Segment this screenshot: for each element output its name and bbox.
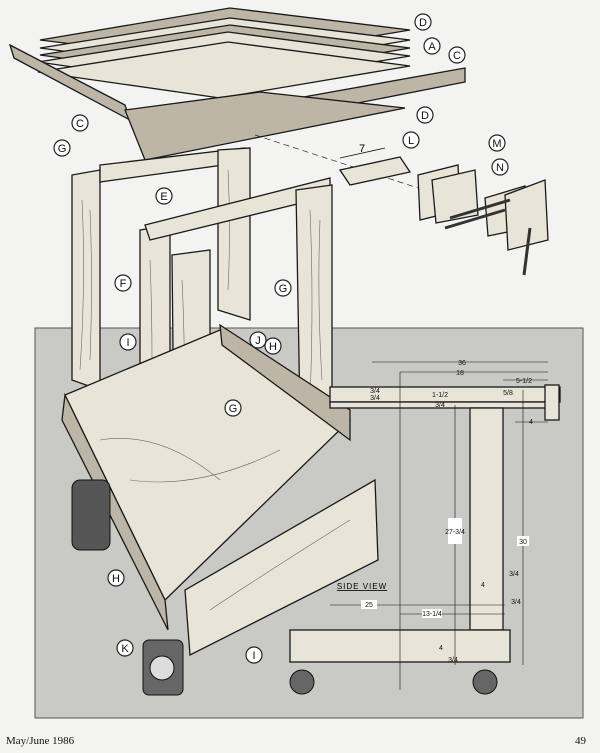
dim-vise-depth: 4: [529, 419, 533, 426]
dim-25: 25: [365, 602, 373, 609]
dim-base-height: 4: [439, 645, 443, 652]
callout-e: E: [155, 187, 173, 205]
dim-apron: 3/4: [435, 402, 445, 409]
svg-text:J: J: [255, 335, 261, 347]
callout-g-right: G: [274, 279, 292, 297]
svg-text:G: G: [229, 403, 238, 415]
callout-n: N: [491, 158, 509, 176]
svg-text:H: H: [269, 341, 277, 353]
svg-text:G: G: [58, 143, 67, 155]
callout-a: A: [423, 37, 441, 55]
issue-date: May/June 1986: [6, 735, 75, 747]
dim-5-8: 5/8: [503, 390, 513, 397]
base-box: [61, 323, 379, 696]
dim-18: 18: [456, 370, 464, 377]
svg-text:K: K: [121, 643, 129, 655]
svg-text:I: I: [252, 650, 255, 662]
dim-36: 36: [458, 360, 466, 367]
dim-base-bottom: 3/4: [448, 657, 458, 664]
svg-text:D: D: [421, 110, 429, 122]
callout-g-front: G: [224, 399, 242, 417]
callout-h-back: H: [264, 337, 282, 355]
svg-text:F: F: [120, 278, 127, 290]
dim-leg-inset: 3/4: [509, 571, 519, 578]
dimension-labels: 36 18 5-1/2 3/4 3/4 1-1/2 5/8 3/4 4 27-3…: [337, 360, 533, 664]
callout-j: J: [249, 331, 267, 349]
dim-30: 30: [519, 539, 527, 546]
svg-text:G: G: [279, 283, 288, 295]
callout-h-front: H: [107, 569, 125, 587]
svg-text:C: C: [453, 50, 461, 62]
callout-k: K: [116, 639, 134, 657]
svg-text:H: H: [112, 573, 120, 585]
dim-1-1-2: 1-1/2: [432, 392, 448, 399]
dim-5-1-2: 5-1/2: [516, 378, 532, 385]
svg-text:A: A: [428, 41, 436, 53]
callout-d-bottom: D: [416, 106, 434, 124]
svg-text:G: G: [229, 403, 238, 415]
callout-i-back: I: [119, 333, 137, 351]
svg-text:L: L: [408, 135, 414, 147]
svg-text:D: D: [419, 17, 427, 29]
dim-top-layer-2: 3/4: [370, 395, 380, 402]
dim-leg-width: 4: [481, 582, 485, 589]
callout-c-left: C: [71, 114, 89, 132]
callout-f: F: [114, 274, 132, 292]
callout-d-top: D: [414, 13, 432, 31]
svg-text:E: E: [160, 191, 167, 203]
side-view-drawing: [289, 361, 561, 695]
svg-text:C: C: [76, 118, 84, 130]
dim-base-inset: 3/4: [511, 599, 521, 606]
svg-text:M: M: [492, 138, 501, 150]
vise-parts: 7: [254, 134, 549, 276]
callout-m: M: [488, 134, 506, 152]
callout-g-back: G: [53, 139, 71, 157]
svg-text:I: I: [126, 337, 129, 349]
top-layers: [8, 7, 466, 161]
callout-i-front: I: [245, 646, 263, 664]
dim-27-3-4: 27-3/4: [445, 529, 465, 536]
callout-c-right: C: [448, 46, 466, 64]
callout-l: L: [402, 131, 420, 149]
page-number: 49: [575, 735, 586, 747]
dim-top-layer-1: 3/4: [370, 388, 380, 395]
dim-13-1-4: 13-1/4: [422, 611, 442, 618]
svg-text:N: N: [496, 162, 504, 174]
dimension-7: 7: [359, 143, 365, 155]
part-callouts: D A C D C G E L M N G F G I J H G H K I: [53, 13, 509, 664]
side-view-title: SIDE VIEW: [337, 582, 387, 591]
dimension-line-7: [339, 147, 386, 159]
